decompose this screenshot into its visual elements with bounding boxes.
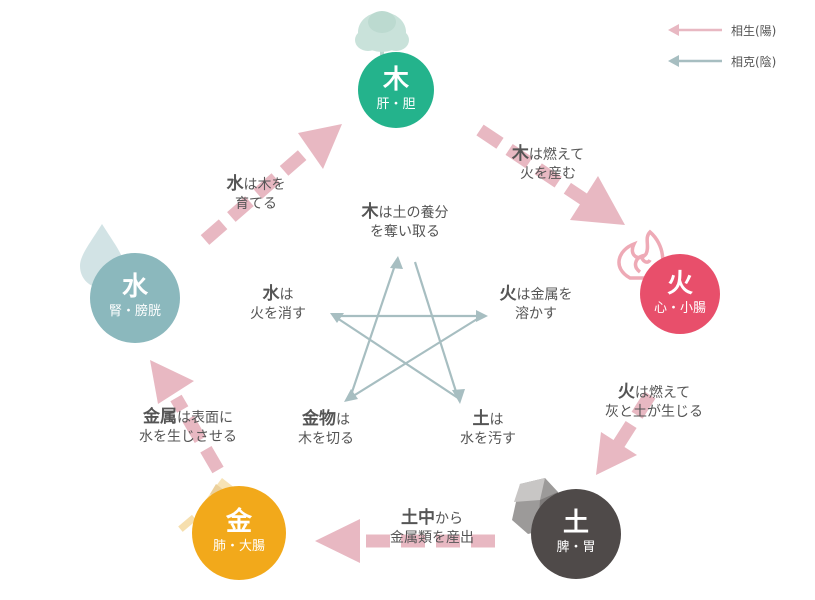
element-wood-organs: 肝・胆 (376, 97, 416, 112)
arrow-metal-to-water (170, 394, 224, 474)
element-metal: 金 肺・大腸 (192, 486, 286, 580)
element-earth-kanji: 土 (562, 508, 589, 538)
arrowhead-water-to-wood (298, 124, 342, 169)
element-water: 水 腎・膀胱 (90, 253, 180, 343)
legend-arrows (668, 24, 722, 67)
control-arrows (333, 261, 483, 399)
element-fire: 火 心・小腸 (640, 254, 720, 334)
generation-arrows (170, 124, 656, 548)
control-head-water (330, 313, 344, 323)
label-metal-controls-wood-key: 金物 (302, 409, 336, 429)
label-metal-to-water-line2: 水を生じさせる (139, 429, 237, 445)
label-water-controls-fire-line2: 火を消す (250, 306, 306, 322)
label-fire-controls-metal-key: 火 (499, 284, 517, 304)
control-earth-to-water (333, 315, 459, 399)
arrow-wood-to-fire (476, 124, 589, 206)
control-wood-to-earth (413, 261, 460, 399)
label-earth-controls-water-rest: は (489, 412, 504, 428)
label-metal-controls-wood-line2: 木を切る (298, 431, 354, 447)
control-head-earth (452, 389, 465, 404)
control-head-fire (476, 310, 488, 322)
label-earth-controls-water-key: 土 (472, 409, 490, 429)
generation-arrowheads (150, 124, 637, 563)
label-water-to-wood-line2: 育てる (235, 196, 277, 212)
label-fire-to-earth-key: 火 (617, 382, 635, 402)
label-fire-controls-metal-rest: は金属を (516, 287, 573, 303)
label-water-to-wood: 水は木を 育てる (208, 175, 304, 214)
label-earth-to-metal-line2: 金属類を産出 (390, 530, 474, 546)
element-metal-kanji: 金 (225, 507, 252, 537)
label-fire-to-earth-rest: は燃えて (634, 385, 691, 401)
label-metal-to-water: 金属は表面に 水を生じさせる (126, 408, 250, 447)
element-earth: 土 脾・胃 (531, 489, 621, 579)
control-head-metal (344, 389, 358, 402)
flame-icon (617, 229, 665, 280)
control-head-wood (390, 256, 403, 269)
arrow-water-to-wood (200, 145, 313, 245)
element-fire-organs: 心・小腸 (653, 301, 706, 316)
label-fire-to-earth-line2: 灰と土が生じる (605, 404, 703, 420)
label-fire-controls-metal-line2: 溶かす (515, 306, 557, 322)
label-wood-controls-earth-rest: は土の養分 (378, 205, 449, 221)
element-water-kanji: 水 (121, 272, 148, 302)
label-earth-controls-water-line2: 水を汚す (460, 431, 516, 447)
label-wood-controls-earth-key: 木 (361, 202, 379, 222)
label-earth-to-metal: 土中から 金属類を産出 (372, 509, 492, 548)
arrowhead-wood-to-fire (570, 176, 625, 225)
element-earth-organs: 脾・胃 (556, 540, 596, 555)
label-wood-to-fire-line2: 火を産む (520, 166, 576, 182)
control-metal-to-wood (348, 261, 398, 399)
element-metal-organs: 肺・大腸 (212, 539, 265, 554)
legend-control-label: 相克(陰) (731, 55, 777, 69)
label-earth-controls-water: 土は 水を汚す (448, 410, 528, 449)
label-fire-to-earth: 火は燃えて 灰と土が生じる (596, 383, 712, 422)
label-water-controls-fire-key: 水 (262, 284, 280, 304)
control-arrowheads (330, 256, 488, 404)
arrowhead-earth-to-metal (315, 519, 360, 563)
label-fire-controls-metal: 火は金属を 溶かす (486, 285, 586, 324)
label-metal-controls-wood: 金物は 木を切る (286, 410, 366, 449)
arrowhead-metal-to-water (150, 360, 194, 404)
element-fire-kanji: 火 (666, 269, 693, 299)
control-fire-to-metal (349, 315, 483, 399)
label-metal-to-water-key: 金属 (143, 407, 177, 427)
element-wood: 木 肝・胆 (358, 52, 434, 128)
element-wood-kanji: 木 (382, 65, 409, 95)
label-wood-to-fire: 木は燃えて 火を産む (500, 145, 596, 184)
arrow-fire-to-earth (612, 391, 656, 449)
label-earth-to-metal-key: 土中 (401, 508, 435, 528)
element-water-organs: 腎・膀胱 (108, 304, 161, 319)
label-metal-to-water-rest: は表面に (177, 410, 233, 426)
arrowhead-fire-to-earth (596, 432, 637, 475)
label-wood-controls-earth: 木は土の養分 を奪い取る (340, 203, 470, 242)
legend-generation-label: 相生(陽) (731, 24, 777, 38)
label-earth-to-metal-rest: から (435, 511, 463, 527)
label-water-controls-fire: 水は 火を消す (238, 285, 318, 324)
label-wood-to-fire-rest: は燃えて (528, 147, 585, 163)
label-wood-to-fire-key: 木 (511, 144, 529, 164)
label-water-to-wood-rest: は木を (243, 177, 286, 193)
label-wood-controls-earth-line2: を奪い取る (370, 224, 440, 240)
label-water-to-wood-key: 水 (226, 174, 244, 194)
label-metal-controls-wood-rest: は (336, 412, 350, 428)
label-water-controls-fire-rest: は (279, 287, 294, 303)
